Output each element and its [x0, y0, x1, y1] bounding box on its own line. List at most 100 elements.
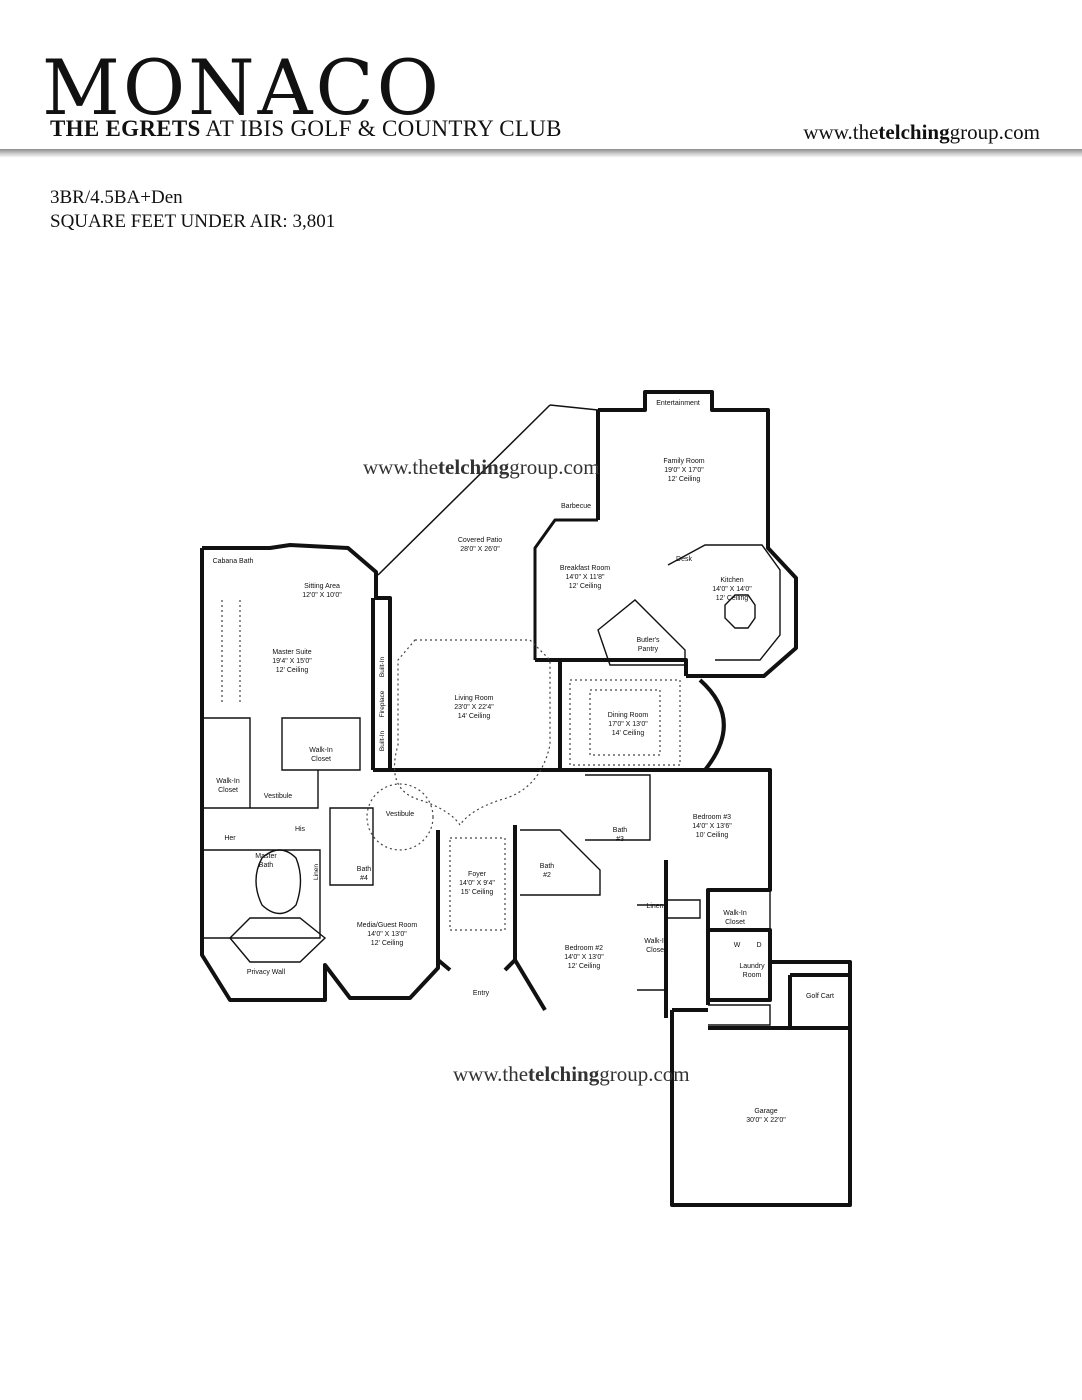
beds-baths: 3BR/4.5BA+Den — [50, 187, 183, 208]
ceiling-foyer: 15' Ceiling — [461, 889, 494, 896]
label-garage: Garage — [754, 1108, 777, 1115]
laundry-counter — [708, 1004, 771, 1026]
label-breakfast-room: Breakfast Room — [560, 565, 610, 572]
walkin-master-wall — [281, 717, 361, 771]
label-walkin-left-2: Closet — [218, 787, 238, 794]
plan-title: MONACO — [42, 43, 442, 132]
label-barbecue: Barbecue — [561, 503, 591, 510]
wall-garage — [670, 1008, 852, 1207]
label-living-room: Living Room — [455, 695, 494, 702]
header-divider — [0, 149, 1082, 157]
label-entry: Entry — [473, 990, 490, 997]
label-bedroom2: Bedroom #2 — [565, 945, 603, 952]
dim-bedroom3: 14'0" X 13'6" — [692, 823, 732, 830]
label-master-bath: Master — [255, 853, 277, 860]
label-media-room: Media/Guest Room — [357, 922, 417, 929]
label-walkin-bed3: Walk-In — [723, 910, 747, 917]
master-bath-wall — [202, 849, 321, 939]
patio-screen-right — [549, 404, 599, 411]
label-dryer: D — [756, 942, 761, 949]
site-prefix: www.the — [803, 120, 879, 144]
wall-foyer — [436, 830, 517, 972]
dining-inner-ceiling — [589, 689, 661, 756]
label-pantry: Pantry — [638, 646, 659, 653]
wall-laundry — [708, 928, 790, 1030]
patio-screen — [377, 404, 551, 576]
wall-family-room — [596, 390, 798, 678]
label-covered-patio: Covered Patio — [458, 537, 502, 544]
wall-master-suite — [200, 548, 440, 1002]
label-foyer: Foyer — [468, 871, 487, 878]
label-desk: Desk — [676, 556, 692, 563]
foyer-ceiling — [449, 837, 506, 931]
header-website[interactable]: www.thetelchinggroup.com — [803, 120, 1040, 145]
label-butlers: Butler's — [636, 637, 660, 644]
ceiling-living-room: 14' Ceiling — [458, 713, 491, 720]
label-walkin-left: Walk-In — [216, 778, 240, 785]
label-built-in-bottom: Built-In — [379, 731, 386, 752]
label-master-bath-2: Bath — [259, 862, 274, 869]
wall-patio — [533, 518, 598, 660]
living-tray-ceiling — [393, 639, 551, 827]
label-bath2-num: #2 — [543, 872, 551, 879]
ceiling-kitchen: 12' Ceiling — [716, 595, 749, 602]
label-linen: Linen — [646, 903, 663, 910]
label-vestibule-master: Vestibule — [264, 793, 293, 800]
label-bath3: Bath — [613, 827, 628, 834]
label-walkin-master: Walk-In — [309, 747, 333, 754]
label-family-room: Family Room — [663, 458, 704, 465]
dining-tray-ceiling — [569, 679, 681, 766]
ceiling-bedroom3: 10' Ceiling — [696, 832, 729, 839]
label-his: His — [295, 826, 306, 833]
label-sitting-area: Sitting Area — [304, 583, 340, 590]
wall-dining — [560, 658, 726, 772]
walkin-bed2 — [637, 904, 667, 991]
subtitle-rest: AT IBIS GOLF & COUNTRY CLUB — [200, 116, 562, 141]
ceiling-breakfast-room: 12' Ceiling — [569, 583, 602, 590]
wall-bedroom2 — [513, 825, 668, 1018]
ceiling-master-suite: 12' Ceiling — [276, 667, 309, 674]
label-her: Her — [224, 835, 236, 842]
label-bath3-num: #3 — [616, 836, 624, 843]
label-golf-cart: Golf Cart — [806, 993, 834, 1000]
dim-breakfast-room: 14'0" X 11'8" — [565, 574, 605, 581]
dim-bedroom2: 14'0" X 13'0" — [564, 954, 604, 961]
dim-family-room: 19'0" X 17'0" — [664, 467, 704, 474]
watermark-top: www.thetelchinggroup.com — [363, 455, 600, 479]
label-dining-room: Dining Room — [608, 712, 649, 719]
dim-covered-patio: 28'0" X 26'0" — [460, 546, 500, 553]
linen-closet — [666, 899, 701, 919]
wall-living — [371, 598, 562, 772]
ceiling-bedroom2: 12' Ceiling — [568, 963, 601, 970]
dim-living-room: 23'0" X 22'4" — [454, 704, 494, 711]
label-fireplace: Fireplace — [379, 690, 386, 717]
label-laundry-2: Room — [743, 972, 762, 979]
label-vestibule: Vestibule — [386, 811, 415, 818]
plan-info: 3BR/4.5BA+Den SQUARE FEET UNDER AIR: 3,8… — [50, 186, 335, 234]
bath2-wall — [520, 829, 601, 896]
dim-garage: 30'0" X 22'0" — [746, 1117, 786, 1124]
label-bath4-num: #4 — [360, 875, 368, 882]
ceiling-media-room: 12' Ceiling — [371, 940, 404, 947]
butlers-pantry-wall — [597, 599, 686, 666]
label-privacy-wall: Privacy Wall — [247, 969, 286, 976]
tub — [255, 849, 302, 915]
corner-tub — [229, 917, 327, 963]
vestibule-dome — [366, 783, 434, 851]
dim-media-room: 14'0" X 13'0" — [367, 931, 407, 938]
square-feet: SQUARE FEET UNDER AIR: 3,801 — [50, 211, 336, 232]
bath3-wall — [585, 774, 651, 841]
ceiling-family-room: 12' Ceiling — [668, 476, 701, 483]
label-walkin-bed3-2: Closet — [725, 919, 745, 926]
label-washer: W — [734, 942, 741, 949]
watermark-bottom: www.thetelchinggroup.com — [453, 1062, 690, 1086]
kitchen-island — [724, 594, 756, 629]
kitchen-counter — [667, 544, 781, 661]
community-subtitle: THE EGRETS AT IBIS GOLF & COUNTRY CLUB — [50, 116, 562, 142]
site-suffix: group.com — [949, 120, 1040, 144]
dim-sitting-area: 12'0" X 10'0" — [302, 592, 342, 599]
master-closet-dashes — [221, 600, 241, 705]
label-walkin-master-2: Closet — [311, 756, 331, 763]
vestibule-wall — [202, 717, 319, 809]
